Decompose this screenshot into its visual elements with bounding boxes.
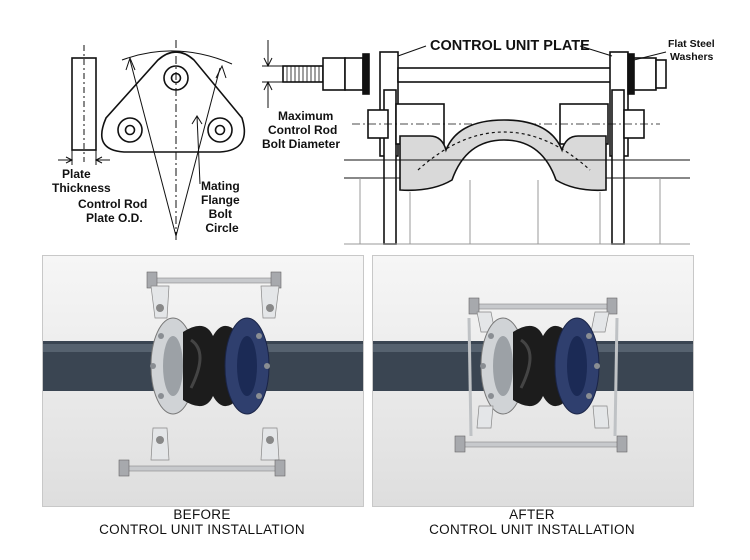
caption-after-line2: CONTROL UNIT INSTALLATION xyxy=(429,522,635,537)
hex-nut-right xyxy=(633,57,657,91)
label-control-rod-plate-od: Control Rod Plate O.D. xyxy=(78,197,151,225)
photo-before-installation xyxy=(42,255,364,507)
caption-after-line1: AFTER xyxy=(509,507,555,522)
technical-drawing: Plate Thickness Control Rod Plate O.D. M… xyxy=(52,38,718,245)
caption-after: AFTER CONTROL UNIT INSTALLATION xyxy=(352,507,712,537)
control-unit-top xyxy=(467,297,619,437)
control-unit-bottom xyxy=(118,427,286,477)
control-unit-bottom xyxy=(454,405,628,453)
label-mating-flange-bolt-circle: Mating Flange Bolt Circle xyxy=(201,179,243,235)
hex-nut-left xyxy=(322,57,346,91)
photo-after-installation xyxy=(372,255,694,507)
control-unit-top xyxy=(146,271,282,319)
flange-right xyxy=(611,89,625,245)
bolt-hole-left xyxy=(117,117,143,143)
label-control-unit-plate: CONTROL UNIT PLATE xyxy=(430,38,590,54)
caption-before-line2: CONTROL UNIT INSTALLATION xyxy=(99,522,305,537)
control-rod xyxy=(397,67,627,83)
label-plate-thickness: Plate Thickness xyxy=(52,167,111,195)
caption-before: BEFORE CONTROL UNIT INSTALLATION xyxy=(22,507,382,537)
bolt-hole-right xyxy=(207,117,233,143)
label-flat-steel-washers: Flat Steel Washers xyxy=(668,38,718,63)
label-max-control-rod-bolt-diameter: Maximum Control Rod Bolt Diameter xyxy=(262,109,341,151)
caption-before-line1: BEFORE xyxy=(173,507,231,522)
